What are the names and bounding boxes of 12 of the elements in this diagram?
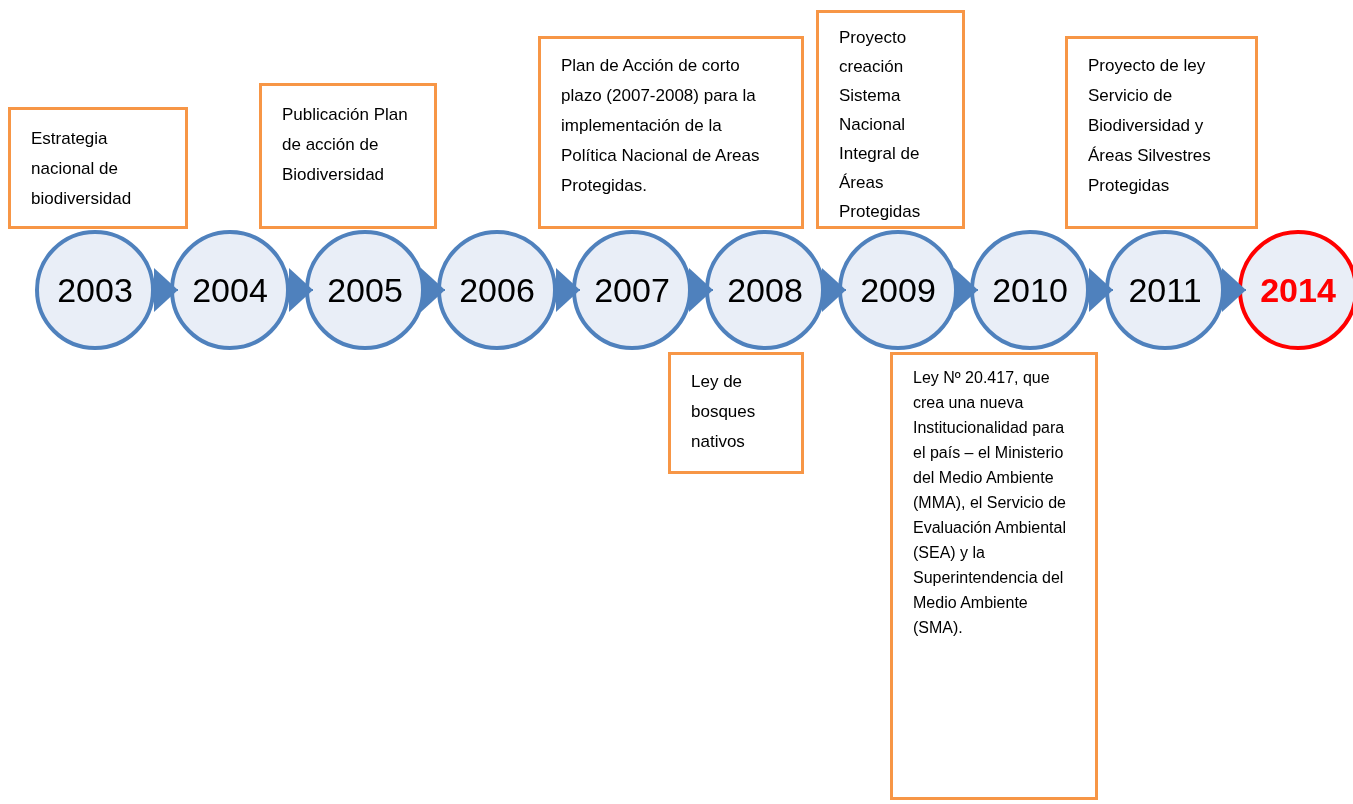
- arrow: [953, 268, 979, 312]
- arrow: [1220, 268, 1247, 312]
- event-box: Estrategia nacional de biodiversidad: [8, 107, 188, 229]
- event-box: Publicación Plan de acción de Biodiversidad: [259, 83, 437, 229]
- arrow: [820, 268, 847, 312]
- event-box: Ley Nº 20.417, que crea una nueva Institucionalidad para el país – el Ministerio del Medio Ambiente (MMA), el Servicio de Evaluación Ambiental (SEA) y la Superintendencia del Medio Ambiente (SMA).: [890, 352, 1098, 800]
- event-box: Proyecto creación Sistema Nacional Integral de Áreas Protegidas: [816, 10, 965, 229]
- arrow: [420, 268, 446, 312]
- event-box: Proyecto de ley Servicio de Biodiversidad y Áreas Silvestres Protegidas: [1065, 36, 1258, 229]
- event-box: Ley de bosques nativos: [668, 352, 804, 474]
- arrow: [687, 268, 714, 312]
- event-box: Plan de Acción de corto plazo (2007-2008) para la implementación de la Política Nacional de Areas Protegidas.: [538, 36, 804, 229]
